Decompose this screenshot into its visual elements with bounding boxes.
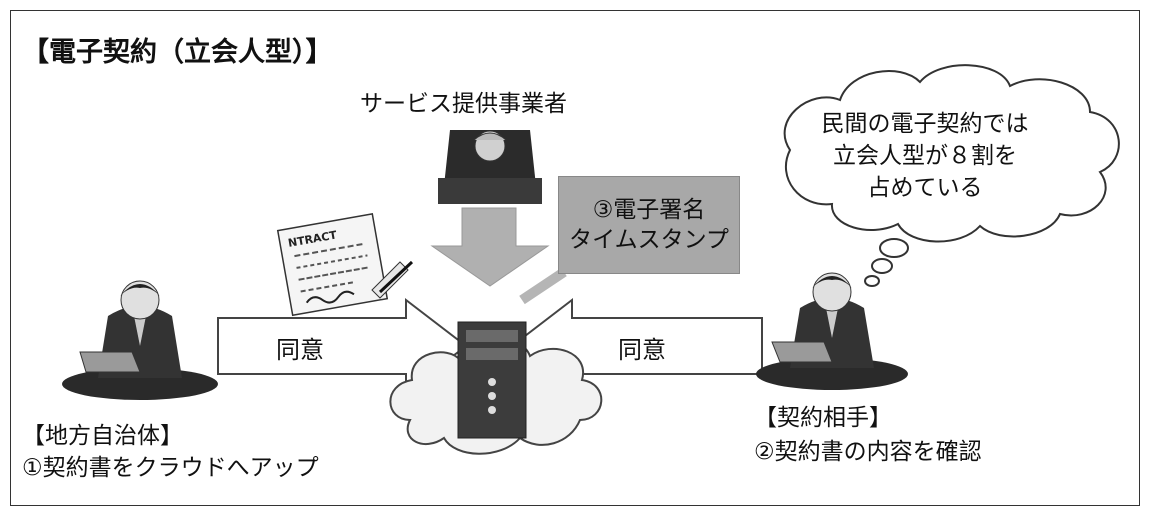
provider-label: サービス提供事業者 [360, 91, 567, 117]
server-icon [457, 321, 527, 439]
left-person-icon [62, 280, 218, 400]
agree-label-left: 同意 [276, 336, 324, 364]
stamp-box-line2: タイムスタンプ [569, 227, 729, 253]
down-arrow [430, 207, 550, 287]
right-party-step: ②契約書の内容を確認 [754, 439, 982, 465]
thought-cloud [783, 64, 1120, 287]
right-person-icon [756, 272, 908, 390]
provider-person-icon [438, 130, 542, 204]
signature-timestamp-box: ③電子署名 タイムスタンプ [558, 176, 740, 274]
cloud-line3: 占めている [867, 175, 983, 201]
left-party-name: 【地方自治体】 [22, 423, 183, 449]
cloud-line1: 民間の電子契約では [821, 111, 1029, 137]
contract-document-icon: NTRACT [276, 213, 414, 317]
right-party-name: 【契約相手】 [754, 405, 892, 431]
page-title: 【電子契約（立会人型）】 [22, 37, 333, 68]
stamp-connector [519, 267, 567, 305]
stamp-box-line1: ③電子署名 [592, 197, 706, 223]
thought-cloud-text: 民間の電子契約では 立会人型が８割を 占めている [800, 108, 1050, 204]
cloud-line2: 立会人型が８割を [833, 143, 1017, 169]
agree-label-right: 同意 [618, 336, 666, 364]
left-party-step: ①契約書をクラウドへアップ [22, 455, 319, 481]
